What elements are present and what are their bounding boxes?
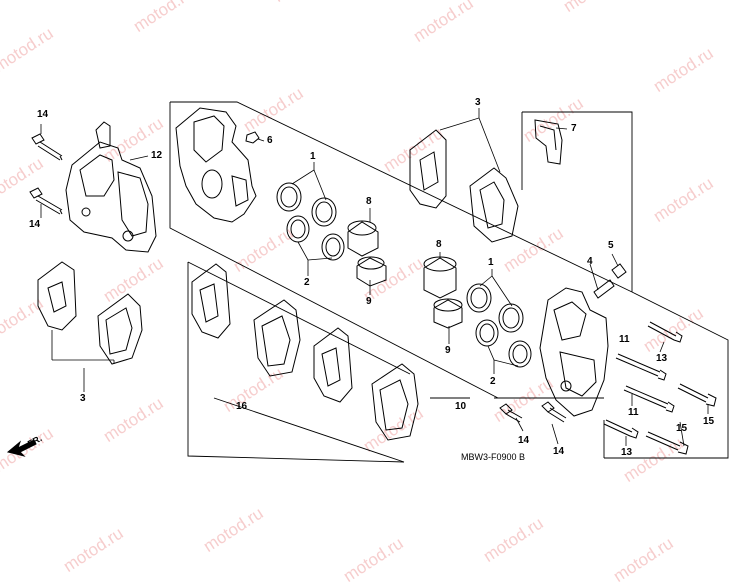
bolt-15-lower <box>645 431 689 455</box>
bolt-14-lower-a <box>499 403 523 423</box>
callout-8-piston-right: 8 <box>436 239 442 250</box>
pin-11-upper <box>615 353 667 381</box>
bleeder-screw-4 <box>593 279 615 299</box>
callout-5-cap: 5 <box>608 240 614 251</box>
callout-15-bolt-right: 15 <box>703 416 715 427</box>
center-caliper-half <box>175 107 257 223</box>
left-caliper <box>65 121 157 253</box>
bolt-15-right <box>677 383 717 407</box>
drawing-code: MBW3-F0900 B <box>461 452 526 462</box>
assembly-frames <box>169 101 729 463</box>
callout-2-seals-left: 2 <box>304 277 310 288</box>
pad-spring-7 <box>534 119 563 165</box>
callout-14-bolt-upper: 14 <box>37 109 49 120</box>
nut-6 <box>245 131 260 144</box>
callout-6-nut: 6 <box>267 135 273 146</box>
bolt-14-left-bottom <box>29 187 63 215</box>
callout-16-pad-set: 16 <box>236 401 248 412</box>
callout-15-bolt-lower: 15 <box>676 423 688 434</box>
seal-set-right <box>466 283 532 368</box>
piston-set-left <box>347 220 387 287</box>
callout-14-bolt-lower: 14 <box>29 219 41 230</box>
callout-13-bolt-upper: 13 <box>656 353 668 364</box>
callout-4-bleeder: 4 <box>587 256 593 267</box>
bolt-13-upper <box>647 321 683 343</box>
parts-diagram: motod.ru motod.ru motod.ru motod.ru moto… <box>0 0 729 586</box>
front-direction-arrow <box>6 439 37 457</box>
bleeder-cap-5 <box>611 263 627 279</box>
callout-13-bolt-lower: 13 <box>621 447 633 458</box>
callout-9-piston-left: 9 <box>366 296 372 307</box>
pin-11-lower <box>623 385 675 413</box>
callout-9-piston-right: 9 <box>445 345 451 356</box>
callout-11-pin-lower: 11 <box>628 407 639 418</box>
piston-set-right <box>423 256 463 329</box>
callout-12-caliper: 12 <box>151 150 163 161</box>
bolt-14-left-top <box>31 133 63 161</box>
seal-set-left <box>276 182 345 261</box>
diagram-drawing <box>6 101 729 463</box>
callout-14-bolt-right: 14 <box>553 446 565 457</box>
bolt-13-lower <box>603 419 639 439</box>
callout-3-pads-upper: 3 <box>475 97 481 108</box>
brake-pad-set-3-lower <box>37 261 143 365</box>
brake-pad-set-16 <box>191 263 419 441</box>
callout-10-caliper-assembly: 10 <box>455 401 467 412</box>
brake-pad-set-3-upper <box>409 129 519 243</box>
callout-2-seals-right: 2 <box>490 376 496 387</box>
callout-3-pads-lower: 3 <box>80 393 86 404</box>
callout-11-pin-upper: 11 <box>619 334 630 345</box>
callout-1-seals-right: 1 <box>488 257 494 268</box>
callout-7-spring: 7 <box>571 123 577 134</box>
leader-lines <box>40 108 709 447</box>
callout-8-piston-left: 8 <box>366 196 372 207</box>
callout-14-bolt-center: 14 <box>518 435 530 446</box>
right-caliper-half <box>539 287 609 417</box>
callout-1-seals-left: 1 <box>310 151 316 162</box>
bolt-14-lower-b <box>541 401 567 423</box>
